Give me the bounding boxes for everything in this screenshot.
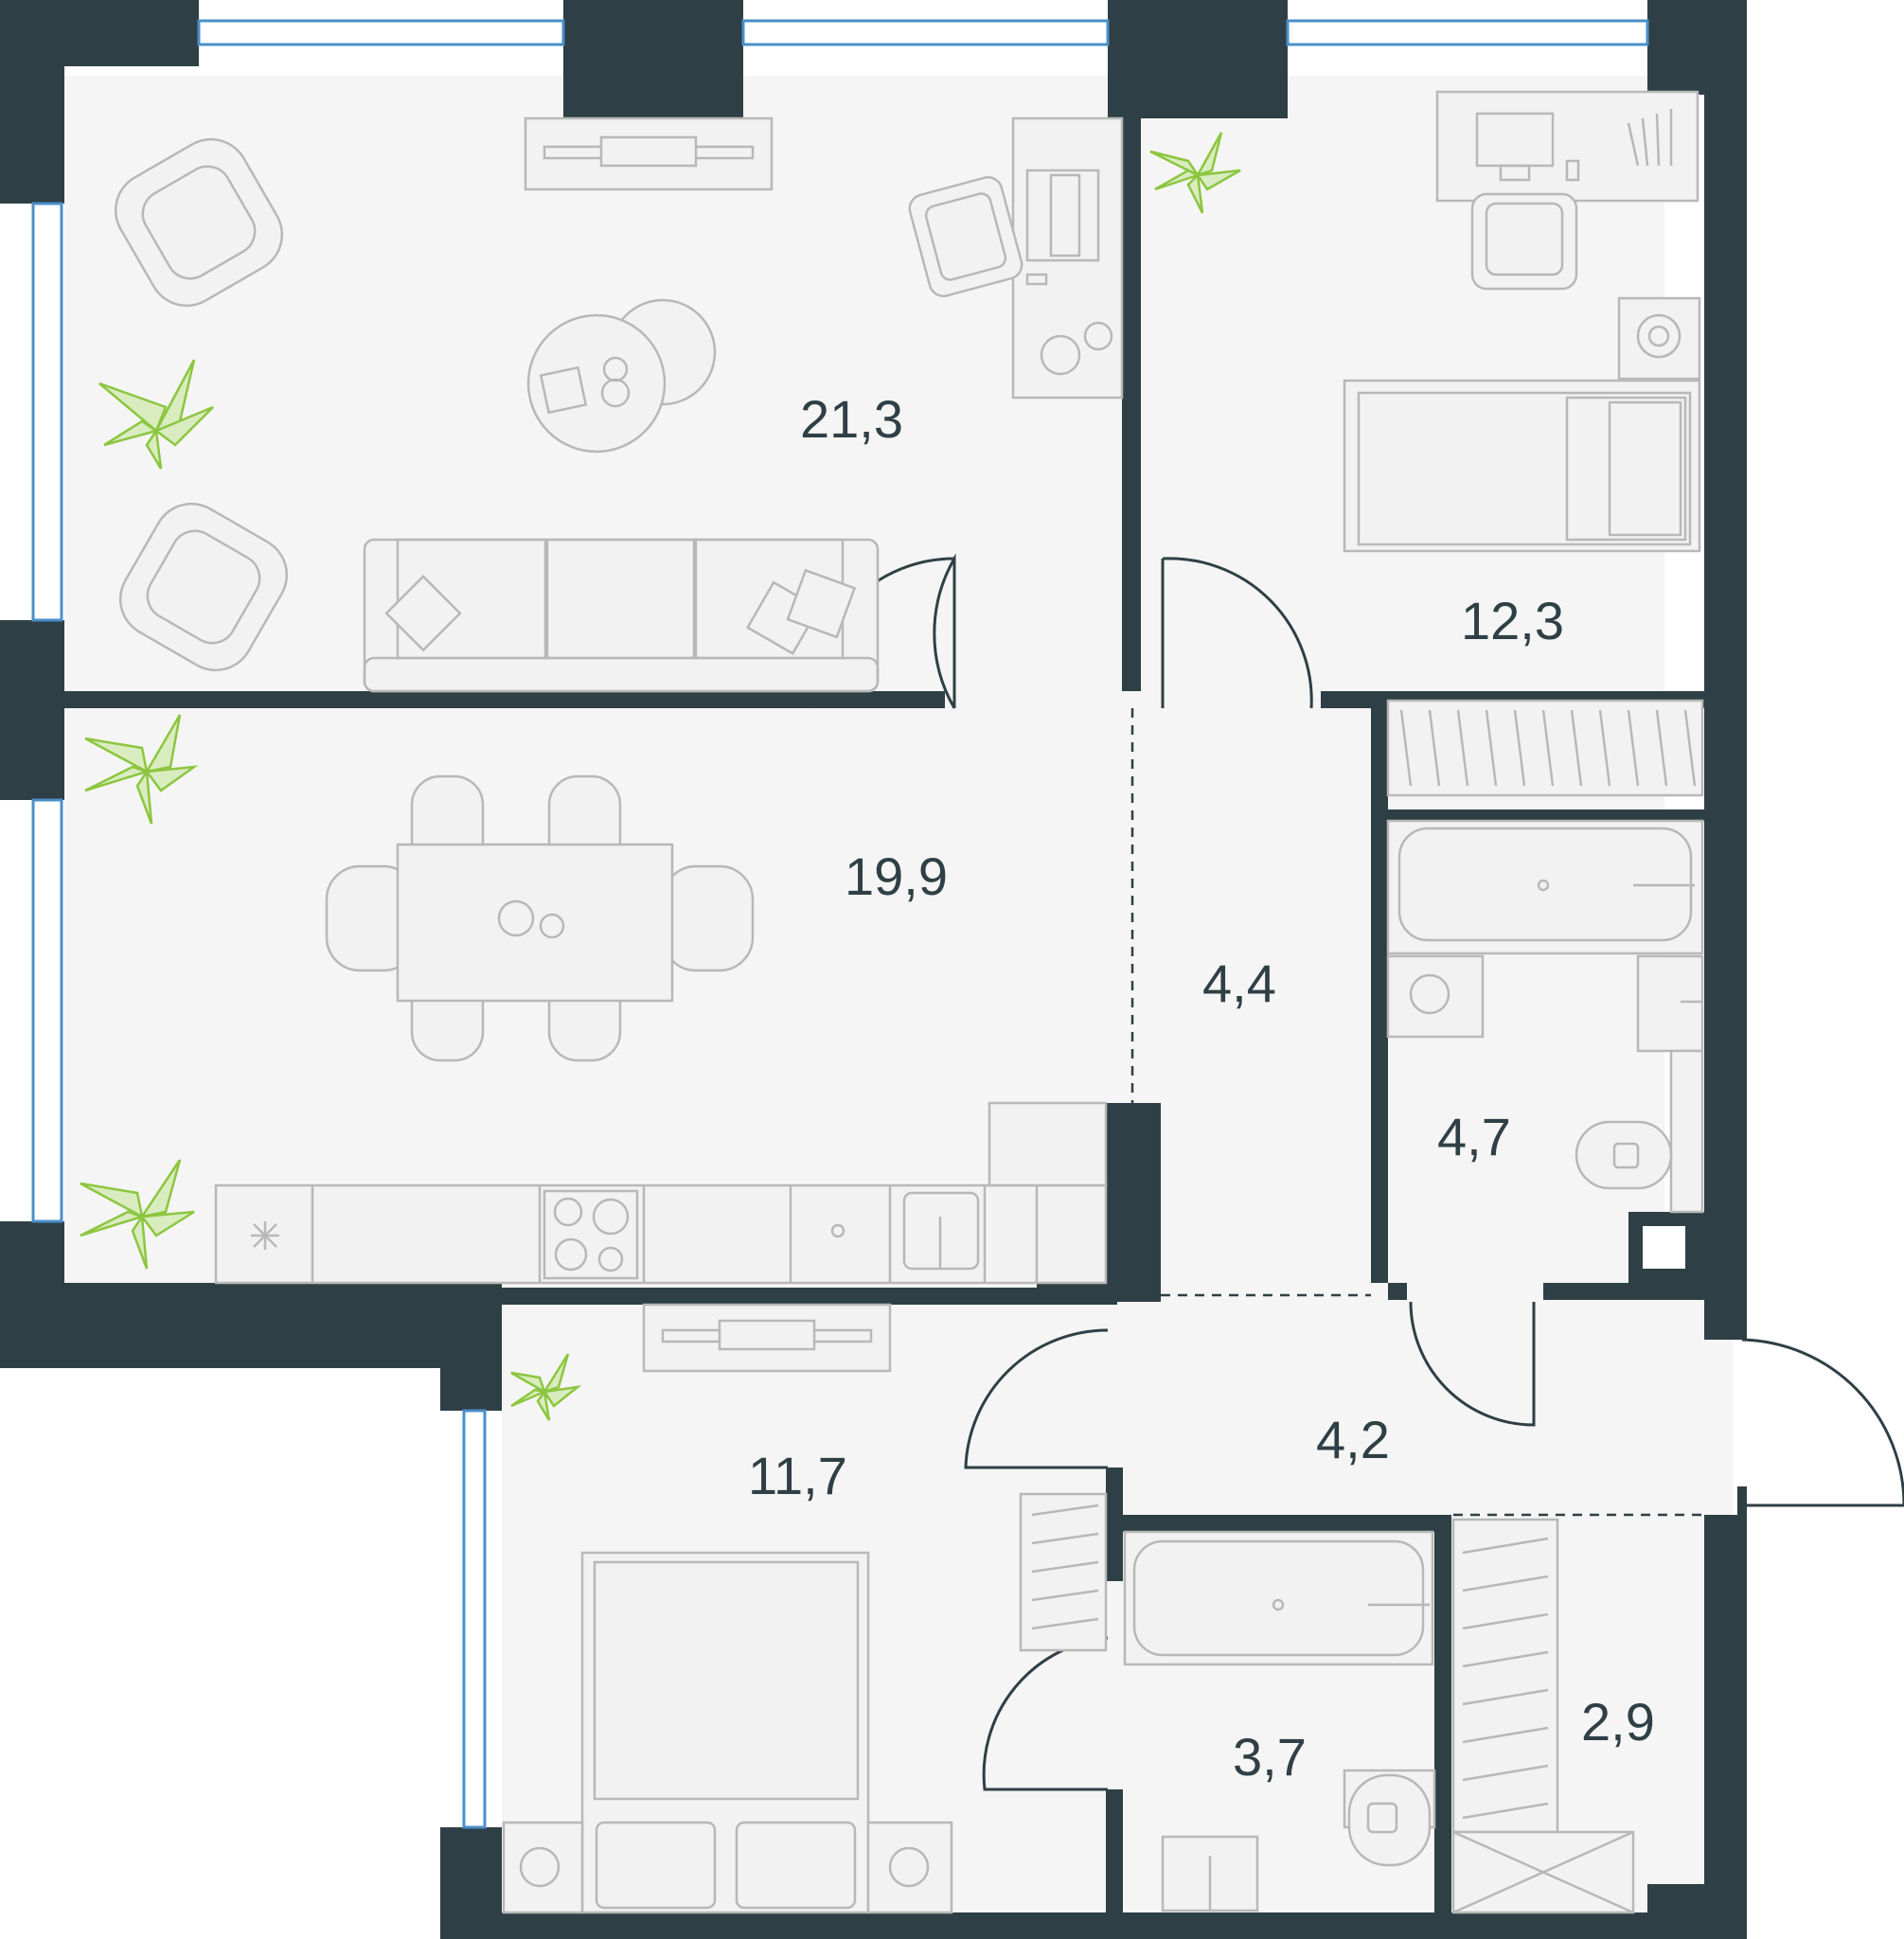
plant-icon [84, 714, 199, 825]
sink-icon [1636, 954, 1704, 1053]
armchair-icon [118, 502, 289, 672]
area-label-kitchen-dining: 19,9 [845, 846, 948, 906]
area-label-living: 21,3 [800, 389, 903, 449]
area-label-corridor: 4,4 [1202, 953, 1276, 1013]
washing-machine-icon [1386, 954, 1485, 1039]
bathtub-icon [1386, 819, 1704, 955]
armchair-icon [114, 137, 284, 308]
tv-stand-icon [524, 116, 774, 191]
plant-icon [80, 1159, 195, 1270]
outer-walls [0, 0, 1747, 1939]
bed-icon [580, 1551, 870, 1914]
fridge-icon [251, 1221, 279, 1250]
sink-icon [830, 1191, 980, 1271]
tv-stand-icon [642, 1303, 892, 1373]
nightstand-icon [1617, 296, 1701, 381]
area-label-bedroom-small: 12,3 [1461, 591, 1564, 650]
desk-icon [1011, 116, 1124, 400]
zone-boundaries [1130, 708, 1704, 1517]
area-label-wardrobe: 2,9 [1581, 1692, 1655, 1752]
plant-icon [1149, 132, 1241, 214]
stove-icon [543, 1189, 639, 1280]
area-label-bathroom-2: 3,7 [1233, 1727, 1307, 1787]
chair-icon [1470, 192, 1578, 291]
wardrobe-icon [1386, 699, 1704, 797]
toilet-icon [1343, 1769, 1436, 1867]
wardrobe-icon [1019, 1492, 1108, 1652]
area-label-bedroom-main: 11,7 [748, 1446, 847, 1505]
bed-icon [1343, 379, 1701, 553]
area-label-hall: 4,2 [1316, 1410, 1390, 1469]
sofa-icon [363, 538, 880, 693]
kitchen-counter-icon [214, 1101, 1108, 1285]
chair-icon [908, 176, 1023, 297]
sink-icon [1161, 1835, 1259, 1912]
area-labels: 21,3 19,9 12,3 4,4 4,7 4,2 11,7 3,7 2,9 [748, 389, 1655, 1787]
area-label-bathroom-1: 4,7 [1437, 1107, 1511, 1166]
toilet-icon [1575, 1049, 1704, 1214]
plant-icon [98, 359, 214, 470]
table-icon [325, 774, 755, 1062]
bathtub-icon [1123, 1530, 1434, 1666]
wardrobe-icon [1451, 1518, 1635, 1914]
plant-icon [510, 1353, 582, 1421]
windows [31, 19, 1649, 1829]
desk-icon [1435, 90, 1699, 203]
coffee-table-icon [526, 298, 717, 454]
nightstand-icon [502, 1821, 953, 1914]
